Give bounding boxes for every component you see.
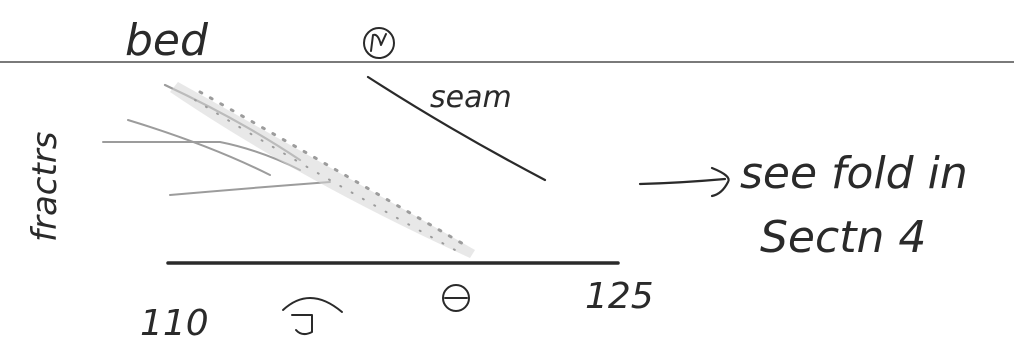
dotted-band	[170, 82, 475, 258]
bed-label: bed	[125, 15, 209, 66]
note-line-2: Sectn 4	[760, 212, 926, 263]
axis-start-label: 110	[140, 303, 209, 340]
right-arrow-icon	[638, 166, 730, 198]
circled-theta-symbol	[442, 284, 470, 312]
seam-line	[366, 75, 547, 182]
note-line-1: see fold in	[740, 148, 968, 199]
seam-label: seam	[430, 80, 512, 115]
circled-n-symbol	[363, 27, 395, 59]
fracture-label: fractrs	[25, 132, 65, 243]
fracture-lines	[102, 83, 331, 196]
j-arc-symbol	[282, 297, 343, 336]
axis-end-label: 125	[585, 276, 654, 317]
